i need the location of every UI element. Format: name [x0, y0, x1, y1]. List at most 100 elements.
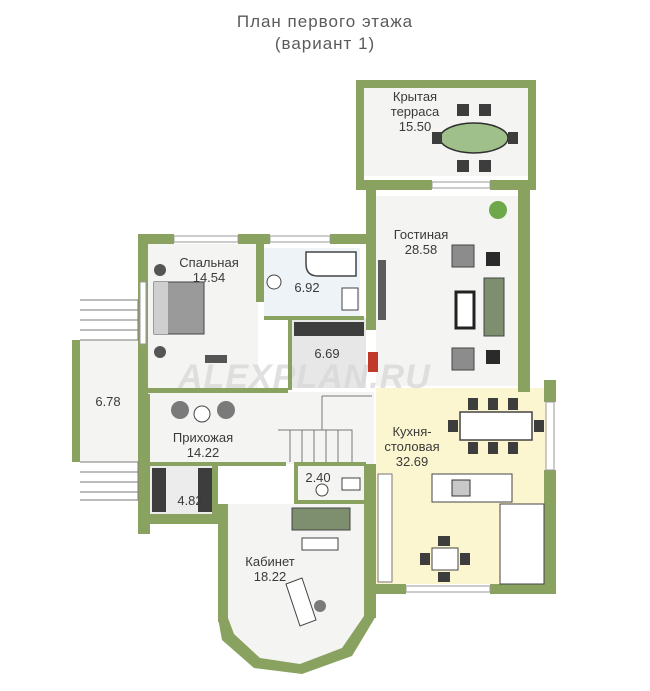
- bath-window-top: [269, 235, 331, 243]
- dining-chair: [468, 442, 478, 454]
- terrace-wall-left: [356, 80, 364, 180]
- kitchen-wall-bottom-right: [490, 584, 556, 594]
- office-chair: [314, 600, 326, 612]
- plan-subtitle: (вариант 1): [274, 34, 376, 53]
- dining-chair: [488, 442, 498, 454]
- desk: [285, 577, 317, 627]
- toilet-icon: [341, 477, 361, 491]
- study-furniture: [285, 507, 351, 627]
- clothes-rack: [152, 468, 166, 512]
- round-table: [193, 405, 211, 423]
- wc-area: 2.40: [305, 470, 330, 485]
- wc-wall-bottom: [294, 500, 368, 504]
- porch-area: 6.78: [95, 394, 120, 409]
- bathroom-furniture: [266, 251, 359, 311]
- plan-title: План первого этажа: [236, 12, 414, 31]
- plant-icon: [489, 201, 507, 219]
- sofa: [291, 507, 351, 531]
- washbasin-icon: [341, 287, 359, 311]
- armchair: [171, 401, 189, 419]
- staircase: [278, 395, 372, 462]
- toilet-icon: [266, 274, 282, 290]
- kitchen-window-right: [545, 401, 555, 471]
- living-furniture: [368, 201, 507, 372]
- dining-table: [459, 411, 533, 441]
- clothes-rack: [198, 468, 212, 512]
- coffee-table: [454, 290, 476, 330]
- wc-wall-left: [294, 462, 298, 502]
- dining-chair: [534, 420, 544, 432]
- bedroom-wall-top2: [238, 234, 270, 244]
- lamp-icon: [154, 264, 166, 276]
- dining-chair: [468, 398, 478, 410]
- armchair: [451, 244, 475, 268]
- wc-fixtures: [315, 477, 361, 497]
- terrace-name-1: Крытая: [393, 89, 437, 104]
- kitchen-name-1: Кухня-: [392, 424, 431, 439]
- porch-floor: [80, 340, 148, 462]
- bathroom-area: 6.92: [294, 280, 319, 295]
- study-name: Кабинет: [245, 554, 294, 569]
- porch-stairs-bottom: [80, 461, 139, 501]
- terrace-wall-top: [356, 80, 536, 88]
- speaker: [486, 350, 500, 364]
- bedroom-furniture: [153, 264, 227, 363]
- armchair: [217, 401, 235, 419]
- hall-area: 14.22: [187, 445, 220, 460]
- dining-chair: [438, 536, 450, 546]
- living-wall-top-right: [490, 180, 536, 190]
- dining-chair: [508, 442, 518, 454]
- terrace-chair: [479, 160, 491, 172]
- hall-furniture: [171, 395, 372, 462]
- clothes-rack: [294, 322, 364, 336]
- wardrobe-racks: [152, 468, 212, 512]
- terrace-chair: [457, 104, 469, 116]
- kitchen-wall-bottom-left: [364, 584, 406, 594]
- terrace-chair: [457, 160, 469, 172]
- hall-wall-bottom: [150, 462, 286, 466]
- kitchen-wall-right-lower: [544, 470, 556, 590]
- stove-icon: [451, 479, 471, 497]
- washbasin-icon: [315, 483, 329, 497]
- kitchen-area: 32.69: [396, 454, 429, 469]
- dining-chair: [508, 398, 518, 410]
- study-wall-left: [218, 504, 228, 622]
- wardrobe-area: 4.82: [177, 493, 202, 508]
- bedroom-wall-right: [256, 244, 264, 302]
- hall-wall-left: [138, 394, 150, 534]
- porch-stairs-top: [80, 299, 139, 341]
- kitchen-counter: [499, 503, 545, 585]
- kitchen-island: [431, 473, 513, 503]
- porch-steps: [80, 299, 139, 501]
- bedroom-name: Спальная: [179, 255, 238, 270]
- living-area: 28.58: [405, 242, 438, 257]
- windows: [139, 181, 555, 593]
- bathtub-icon: [305, 251, 357, 277]
- living-wall-right: [518, 180, 530, 392]
- bedroom-area: 14.54: [193, 270, 226, 285]
- terrace-area: 15.50: [399, 119, 432, 134]
- coffee-table: [301, 537, 339, 551]
- dresser: [205, 355, 227, 363]
- study-bay-wall: [218, 616, 376, 674]
- dining-chair: [448, 420, 458, 432]
- dining-chair: [488, 398, 498, 410]
- kitchen-shelving: [377, 473, 393, 583]
- closet-wall-left: [288, 320, 292, 390]
- fireplace-icon: [368, 352, 378, 372]
- wc-wall-top: [296, 462, 366, 466]
- kitchen-name-2: столовая: [384, 439, 439, 454]
- closet-area: 6.69: [314, 346, 339, 361]
- wardrobe-wall-right: [212, 466, 218, 524]
- hall-name: Прихожая: [173, 430, 233, 445]
- armchair: [451, 347, 475, 371]
- breakfast-table: [431, 547, 459, 571]
- terrace-wall-right: [528, 80, 536, 180]
- terrace-chair: [479, 104, 491, 116]
- living-window-top: [431, 181, 491, 189]
- kitchen-window-bottom: [405, 585, 491, 593]
- study-wall-right: [364, 464, 376, 618]
- dining-chair: [420, 553, 430, 565]
- sofa: [483, 277, 505, 337]
